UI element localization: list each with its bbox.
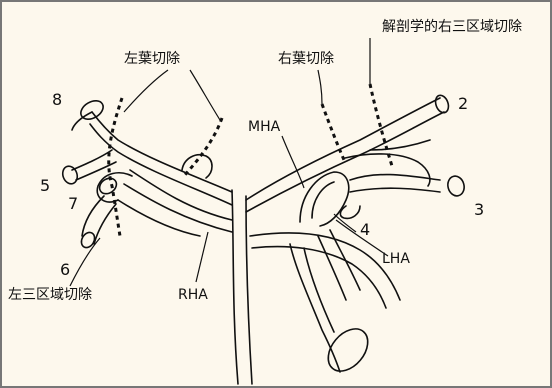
segment-4-branch [318,236,346,300]
anatomical-right-trisegment-label: 解剖学的右三区域切除 [382,20,522,34]
common-hepatic-trunk [246,196,252,384]
segment-3-branch [350,175,440,180]
left-lobectomy-label: 左葉切除 [124,52,180,66]
common-hepatic-trunk [232,190,238,384]
segment-2-vessel-end [433,93,450,114]
rha-label: RHA [178,288,208,302]
segment-6-vessel-end [79,230,97,250]
segment-8-vessel-end [78,97,107,123]
segment-7-label: 7 [68,196,78,212]
segment-3-label: 3 [474,202,484,218]
segment-8-label: 8 [52,92,62,108]
left-lateral-outline [345,154,430,186]
right-lobectomy-cut-line [322,104,344,160]
mha-label: MHA [248,120,280,134]
right-anterior-branch [130,170,232,220]
segment-8-branch [72,112,92,130]
segment-7-vessel-end [97,175,120,197]
left-trisegment-cut-line [109,98,122,236]
right-lobectomy-label: 右葉切除 [278,52,334,66]
segment-6-branch [82,196,104,236]
lower-vessel [290,244,340,372]
left-lobectomy-leader [190,70,220,120]
mha-leader [282,136,304,188]
left-lobectomy-cut-line [184,118,222,176]
segment-6-branch [94,204,116,244]
segment-3-vessel-end [446,174,467,197]
lha-label: LHA [382,252,410,266]
segment-2-label: 2 [458,96,468,112]
segment-4-label: 4 [360,222,370,238]
lower-vessel-end [320,321,375,378]
left-trisegment-label: 左三区域切除 [8,288,92,302]
middle-hepatic-loop [312,182,334,218]
left-lobectomy-leader [124,70,168,112]
segment-3-branch [350,188,440,192]
rha-leader [196,232,208,282]
segment-6-label: 6 [60,262,70,278]
right-anterior-branch [124,184,232,232]
left-lateral-outline [340,206,360,218]
right-lobectomy-leader [318,70,322,104]
left-hepatic-branch [246,98,440,200]
segment-5-label: 5 [40,178,50,194]
left-trisegment-leader [70,238,100,286]
